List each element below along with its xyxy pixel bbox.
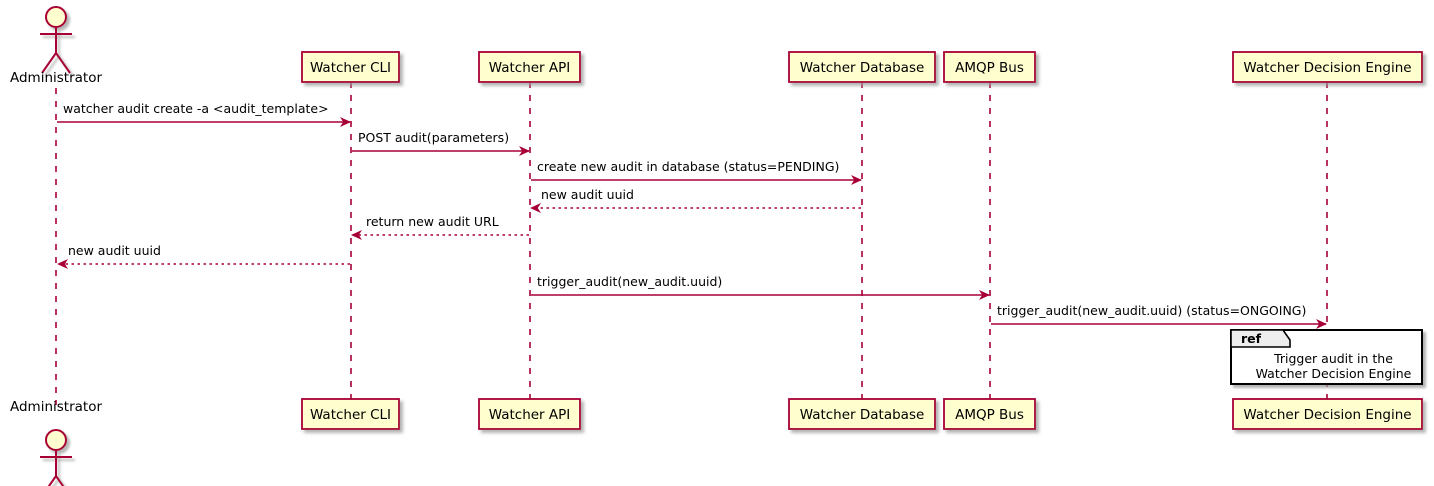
message-label: trigger_audit(new_audit.uuid) (status=ON… (997, 303, 1306, 318)
participant-label-watcher-database: Watcher Database (800, 407, 925, 423)
msg-return-new-audit-url: return new audit URL (351, 214, 529, 240)
message-label: new audit uuid (68, 243, 161, 258)
actor-leg-left-icon (41, 52, 57, 74)
participant-boxes-group: Watcher CLI Watcher CLI Watcher API Watcher… (301, 51, 1423, 430)
actor-label-administrator: Administrator (10, 399, 102, 415)
message-label: POST audit(parameters) (358, 130, 509, 145)
participant-label-watcher-api: Watcher API (489, 407, 571, 423)
msg-new-audit-uuid-db: new audit uuid (530, 187, 861, 213)
participant-box-watcher-api-top[interactable]: Watcher API (478, 51, 581, 83)
actor-head-icon (45, 429, 67, 451)
participant-box-rect (301, 51, 400, 83)
participant-box-rect (1232, 51, 1423, 83)
participant-box-watcher-database-bottom[interactable]: Watcher Database (788, 398, 936, 430)
ref-fragment-line-0: Trigger audit in the (1273, 351, 1393, 366)
participant-label-watcher-cli: Watcher CLI (310, 60, 391, 76)
actor-leg-left-icon (47, 475, 57, 486)
message-label: new audit uuid (541, 187, 634, 202)
participant-box-rect (301, 398, 400, 430)
participant-box-rect (478, 51, 581, 83)
participant-label-watcher-api: Watcher API (489, 60, 571, 76)
messages-group: watcher audit create -a <audit_template>… (57, 101, 1327, 329)
msg-watcher-audit-create: watcher audit create -a <audit_template> (57, 101, 351, 127)
participant-label-watcher-cli: Watcher CLI (310, 407, 391, 423)
participant-box-watcher-decision-engine-top[interactable]: Watcher Decision Engine (1232, 51, 1423, 83)
actor-administrator-bottom[interactable]: Administrator (10, 399, 102, 486)
actor-label-administrator: Administrator (10, 70, 102, 86)
participant-box-watcher-cli-top[interactable]: Watcher CLI (301, 51, 400, 83)
actor-figure (40, 429, 72, 486)
message-label: return new audit URL (366, 214, 499, 229)
msg-trigger-audit: trigger_audit(new_audit.uuid) (531, 274, 990, 300)
msg-post-audit: POST audit(parameters) (352, 130, 530, 156)
msg-new-audit-uuid-cli: new audit uuid (57, 243, 350, 269)
participant-box-watcher-api-bottom[interactable]: Watcher API (478, 398, 581, 430)
participant-label-watcher-database: Watcher Database (800, 60, 925, 76)
participant-box-amqp-bus-bottom[interactable]: AMQP Bus (943, 398, 1036, 430)
msg-trigger-audit-ongoing: trigger_audit(new_audit.uuid) (status=ON… (991, 303, 1327, 329)
actor-head-icon (45, 6, 67, 28)
actor-administrator-top[interactable]: Administrator (10, 6, 102, 86)
message-label: trigger_audit(new_audit.uuid) (537, 274, 722, 289)
participant-box-rect (788, 51, 936, 83)
participant-label-amqp-bus: AMQP Bus (955, 60, 1024, 76)
participant-box-amqp-bus-top[interactable]: AMQP Bus (943, 51, 1036, 83)
participant-label-amqp-bus: AMQP Bus (955, 407, 1024, 423)
participant-label-watcher-decision-engine: Watcher Decision Engine (1243, 407, 1411, 423)
participant-box-watcher-decision-engine-bottom[interactable]: Watcher Decision Engine (1232, 398, 1423, 430)
ref-operator-label: ref (1241, 331, 1262, 346)
participant-box-rect (478, 398, 581, 430)
lifelines-group (55, 82, 1328, 405)
ref-fragment-line-1: Watcher Decision Engine (1256, 366, 1412, 381)
participant-label-watcher-decision-engine: Watcher Decision Engine (1243, 60, 1411, 76)
participant-box-rect (943, 51, 1036, 83)
message-label: create new audit in database (status=PEN… (537, 159, 839, 174)
actor-leg-right-icon (55, 52, 71, 74)
message-label: watcher audit create -a <audit_template> (63, 101, 329, 116)
participant-box-rect (1232, 398, 1423, 430)
participant-box-rect (788, 398, 936, 430)
msg-create-new-audit: create new audit in database (status=PEN… (531, 159, 862, 185)
actor-figure (40, 6, 72, 74)
participant-box-watcher-database-top[interactable]: Watcher Database (788, 51, 936, 83)
participant-box-rect (943, 398, 1036, 430)
actor-leg-right-icon (55, 475, 65, 486)
participant-box-watcher-cli-bottom[interactable]: Watcher CLI (301, 398, 400, 430)
ref-fragment-tab (1230, 329, 1291, 348)
